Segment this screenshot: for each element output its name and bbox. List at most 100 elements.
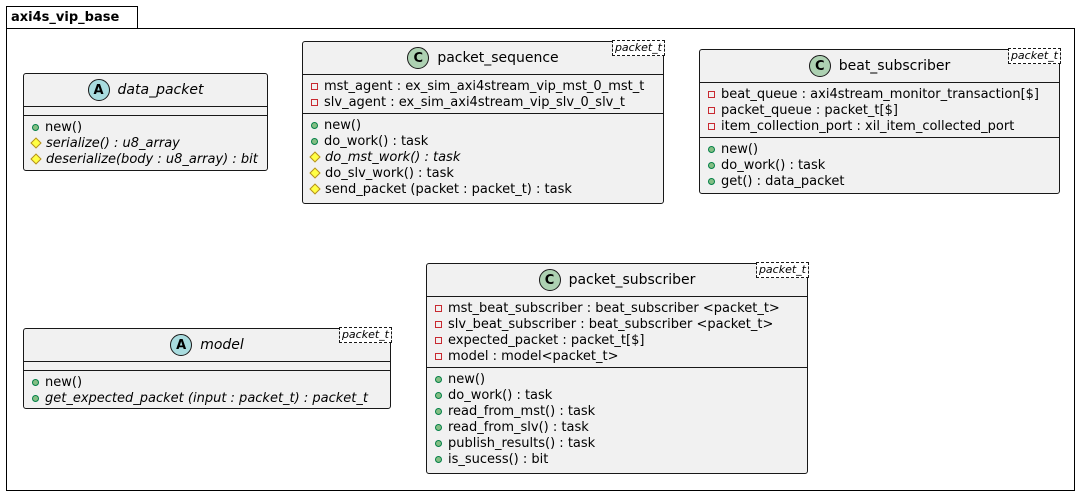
private-visibility-icon <box>435 336 442 344</box>
method-row: serialize() : u8_array <box>24 135 267 151</box>
class-header: C packet_sequence packet_t <box>303 40 665 74</box>
method-row: get() : data_packet <box>700 173 1059 189</box>
public-visibility-icon <box>435 407 442 415</box>
attribute-row: beat_queue : axi4stream_monitor_transact… <box>700 86 1059 102</box>
attribute-row: slv_agent : ex_sim_axi4stream_vip_slv_0_… <box>303 94 663 110</box>
private-visibility-icon <box>708 106 715 114</box>
class-header: C packet_subscriber packet_t <box>427 262 809 296</box>
attribute-row: mst_agent : ex_sim_axi4stream_vip_mst_0_… <box>303 78 663 94</box>
method-signature: do_work() : task <box>324 133 429 149</box>
attributes-section: mst_beat_subscriber : beat_subscriber <p… <box>427 296 807 367</box>
template-parameter: packet_t <box>338 327 392 343</box>
method-signature: new() <box>45 119 83 135</box>
method-row: read_from_mst() : task <box>427 403 807 419</box>
method-signature: new() <box>721 141 759 157</box>
attributes-section: mst_agent : ex_sim_axi4stream_vip_mst_0_… <box>303 74 663 113</box>
class-header: C beat_subscriber packet_t <box>700 48 1061 82</box>
protected-visibility-icon <box>30 137 42 149</box>
private-visibility-icon <box>435 304 442 312</box>
protected-visibility-icon <box>309 167 321 179</box>
class-model[interactable]: A model packet_t new()get_expected_packe… <box>23 327 392 409</box>
attribute-signature: mst_beat_subscriber : beat_subscriber <p… <box>448 300 780 316</box>
method-row: do_mst_work() : task <box>303 149 663 165</box>
abstract-class-icon: A <box>170 334 193 356</box>
private-visibility-icon <box>311 82 318 90</box>
protected-visibility-icon <box>30 153 42 165</box>
private-visibility-icon <box>311 98 318 106</box>
method-row: get_expected_packet (input : packet_t) :… <box>24 390 390 406</box>
class-name: model <box>200 337 244 353</box>
attribute-signature: mst_agent : ex_sim_axi4stream_vip_mst_0_… <box>324 78 645 94</box>
method-signature: do_work() : task <box>448 387 553 403</box>
class-header: A data_packet <box>24 74 267 106</box>
class-icon: C <box>407 47 430 69</box>
abstract-class-icon: A <box>87 79 110 101</box>
attribute-row: expected_packet : packet_t[$] <box>427 332 807 348</box>
private-visibility-icon <box>708 122 715 130</box>
method-row: do_work() : task <box>700 157 1059 173</box>
method-row: read_from_slv() : task <box>427 419 807 435</box>
protected-visibility-icon <box>309 151 321 163</box>
attribute-row: mst_beat_subscriber : beat_subscriber <p… <box>427 300 807 316</box>
public-visibility-icon <box>435 455 442 463</box>
protected-visibility-icon <box>309 183 321 195</box>
method-signature: publish_results() : task <box>448 435 596 451</box>
method-signature: send_packet (packet : packet_t) : task <box>325 181 572 197</box>
method-row: do_work() : task <box>303 133 663 149</box>
attributes-section <box>24 361 390 370</box>
template-parameter: packet_t <box>1007 48 1061 64</box>
class-packet-sequence[interactable]: C packet_sequence packet_t mst_agent : e… <box>302 40 665 204</box>
methods-section: new()get_expected_packet (input : packet… <box>24 370 390 409</box>
method-signature: serialize() : u8_array <box>46 135 180 151</box>
public-visibility-icon <box>708 177 715 185</box>
public-visibility-icon <box>311 137 318 145</box>
method-row: do_work() : task <box>427 387 807 403</box>
class-icon: C <box>808 55 831 77</box>
method-row: new() <box>24 374 390 390</box>
class-name: packet_subscriber <box>568 272 696 288</box>
method-signature: new() <box>45 374 83 390</box>
method-signature: is_sucess() : bit <box>448 451 549 467</box>
method-row: new() <box>700 141 1059 157</box>
class-name: data_packet <box>117 82 204 98</box>
public-visibility-icon <box>435 375 442 383</box>
attribute-signature: item_collection_port : xil_item_collecte… <box>721 118 1015 134</box>
attribute-row: model : model<packet_t> <box>427 348 807 364</box>
method-row: publish_results() : task <box>427 435 807 451</box>
template-parameter: packet_t <box>611 40 665 56</box>
public-visibility-icon <box>435 439 442 447</box>
public-visibility-icon <box>708 145 715 153</box>
public-visibility-icon <box>32 394 39 402</box>
attribute-row: item_collection_port : xil_item_collecte… <box>700 118 1059 134</box>
attribute-row: packet_queue : packet_t[$] <box>700 102 1059 118</box>
template-parameter: packet_t <box>755 262 809 278</box>
method-row: is_sucess() : bit <box>427 451 807 467</box>
method-signature: deserialize(body : u8_array) : bit <box>46 151 258 167</box>
attributes-section <box>24 106 267 115</box>
class-packet-subscriber[interactable]: C packet_subscriber packet_t mst_beat_su… <box>426 262 809 474</box>
attribute-signature: model : model<packet_t> <box>448 348 619 364</box>
method-row: new() <box>427 371 807 387</box>
method-signature: do_mst_work() : task <box>325 149 461 165</box>
attribute-signature: slv_agent : ex_sim_axi4stream_vip_slv_0_… <box>324 94 625 110</box>
public-visibility-icon <box>311 121 318 129</box>
method-row: send_packet (packet : packet_t) : task <box>303 181 663 197</box>
class-beat-subscriber[interactable]: C beat_subscriber packet_t beat_queue : … <box>699 48 1061 194</box>
public-visibility-icon <box>435 391 442 399</box>
class-data-packet[interactable]: A data_packet new()serialize() : u8_arra… <box>23 73 268 171</box>
method-signature: read_from_slv() : task <box>448 419 589 435</box>
method-signature: read_from_mst() : task <box>448 403 596 419</box>
method-signature: new() <box>448 371 486 387</box>
public-visibility-icon <box>708 161 715 169</box>
method-signature: do_slv_work() : task <box>325 165 454 181</box>
method-signature: get_expected_packet (input : packet_t) :… <box>45 390 368 406</box>
class-name: beat_subscriber <box>838 58 951 74</box>
public-visibility-icon <box>32 123 39 131</box>
attribute-signature: expected_packet : packet_t[$] <box>448 332 645 348</box>
private-visibility-icon <box>435 352 442 360</box>
attribute-signature: packet_queue : packet_t[$] <box>721 102 898 118</box>
package-tab: axi4s_vip_base <box>6 6 139 28</box>
